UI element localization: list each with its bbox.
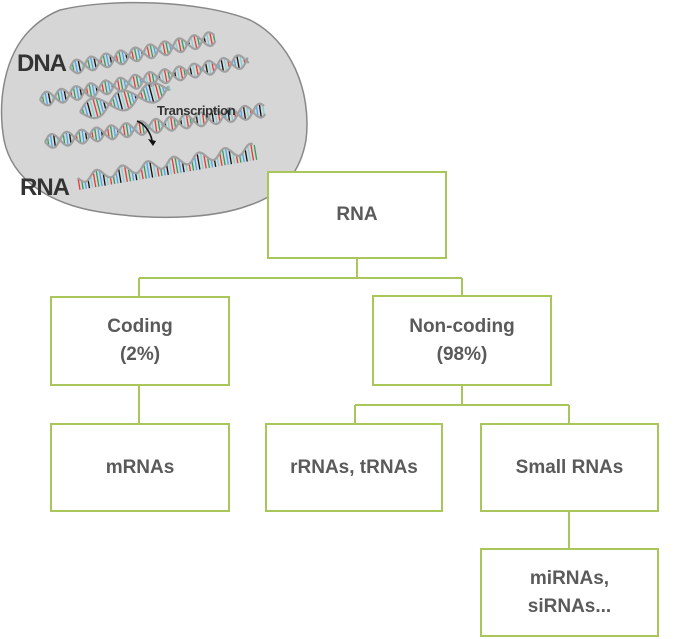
dna-helix-middle [38,54,250,107]
rna-single-strand [77,142,258,190]
connector-lines [138,258,570,549]
transcription-arrow-icon [136,120,156,146]
noncoding-box-title: Non-coding [409,315,515,337]
coding-box: Coding (2%) [50,296,230,386]
nucleus-shape [0,1,308,219]
coding-box-percent: (2%) [119,344,161,365]
noncoding-box-percent: (98%) [436,343,488,365]
dna-helix-open [79,81,172,120]
mirnas-sirnas-box: miRNAs, siRNAs... [480,548,659,637]
mrnas-box-text: mRNAs [105,456,175,478]
mirnas-box-line1: miRNAs, [529,567,610,589]
coding-box-title: Coding [107,316,173,338]
transcription-label: Transcription [157,103,236,118]
rna-box: RNA [267,171,447,259]
rna-box-text: RNA [336,204,378,226]
dna-helix-lower [44,102,267,149]
rrnas-trnas-box: rRNAs, tRNAs [265,423,443,512]
rrnas-trnas-box-text: rRNAs, tRNAs [290,456,418,478]
rna-strand-label: RNA [20,174,70,201]
rna-strand [77,142,258,190]
noncoding-box: Non-coding (98%) [372,295,552,386]
dna-helix-upper [68,31,217,75]
small-rnas-box: Small RNAs [480,423,659,512]
mirnas-box-line2: siRNAs... [527,595,612,617]
small-rnas-box-text: Small RNAs [515,456,624,478]
mrnas-box: mRNAs [50,423,230,512]
dna-helices [38,31,267,149]
dna-label: DNA [17,50,67,77]
